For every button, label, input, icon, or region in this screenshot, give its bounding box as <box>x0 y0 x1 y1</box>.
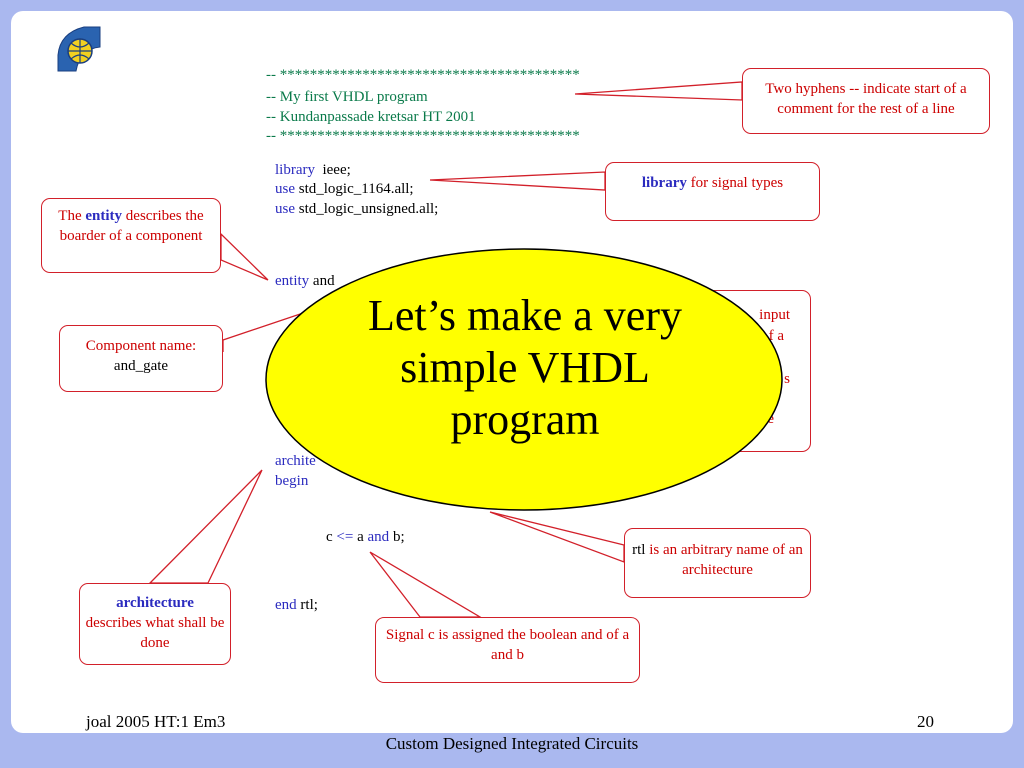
library-line: library ieee; <box>275 161 351 180</box>
highlight-oval <box>265 248 783 511</box>
architecture-callout: architecture describes what shall be done <box>79 583 231 665</box>
library-callout-keyword: library <box>641 175 687 191</box>
component-name-callout: Component name: and_gate <box>59 325 223 392</box>
use-keyword-2: use <box>275 201 295 217</box>
assign-and-keyword: and <box>367 529 390 545</box>
architecture-callout-keyword: architecture <box>116 595 194 611</box>
port-callout-fragment-3: s <box>784 371 790 387</box>
assign-operand-a: a <box>357 529 364 545</box>
footer-course-title: Custom Designed Integrated Circuits <box>385 734 639 753</box>
rtl-callout-name: rtl <box>632 542 646 558</box>
assign-operator: <= <box>336 529 354 545</box>
library-callout-text: for signal types <box>690 175 784 191</box>
entity-callout-keyword: entity <box>85 208 123 224</box>
architecture-callout-text: describes what shall be done <box>85 615 225 651</box>
library-keyword: library <box>275 162 315 178</box>
footer-author: joal 2005 HT:1 Em3 <box>86 712 226 731</box>
entity-callout-pre: The <box>58 208 82 224</box>
end-line: end rtl; <box>275 596 318 615</box>
oval-shape <box>265 248 783 511</box>
page-number: 20 <box>917 712 934 731</box>
architecture-keyword: archite <box>275 453 316 469</box>
end-name: rtl; <box>300 597 318 613</box>
use-keyword-1: use <box>275 181 295 197</box>
university-logo-icon <box>54 25 106 73</box>
entity-line: entity and <box>275 272 335 291</box>
component-callout-value: and_gate <box>113 358 169 374</box>
assign-operand-b: b; <box>392 529 405 545</box>
rtl-callout-text: is an arbitrary name of an architecture <box>649 542 803 578</box>
end-keyword: end <box>275 597 297 613</box>
comment-stars-top: -- *************************************… <box>266 67 580 83</box>
comment-author: -- Kundanpassade kretsar HT 2001 <box>266 109 476 125</box>
library-callout: library for signal types <box>605 162 820 221</box>
entity-keyword: entity <box>275 273 310 289</box>
assign-target: c <box>326 529 333 545</box>
component-callout-label: Component name: <box>85 338 197 354</box>
entity-name-fragment: and <box>312 273 335 289</box>
entity-callout: The entity describes the boarder of a co… <box>41 198 221 273</box>
use-line-2: use std_logic_unsigned.all; <box>275 200 438 219</box>
oval-message: Let’s make a very simple VHDL program <box>368 291 682 444</box>
assignment-line: c <= a and b; <box>326 528 405 547</box>
library-name: ieee; <box>322 162 351 178</box>
begin-keyword: begin <box>275 473 309 489</box>
use-line-1: use std_logic_1164.all; <box>275 180 414 199</box>
comment-stars-bottom: -- *************************************… <box>266 128 580 144</box>
use-package-2: std_logic_unsigned.all; <box>298 201 439 217</box>
use-package-1: std_logic_1164.all; <box>298 181 414 197</box>
rtl-callout: rtl is an arbitrary name of an architect… <box>624 528 811 598</box>
comment-callout: Two hyphens -- indicate start of a comme… <box>742 68 990 134</box>
comment-title: -- My first VHDL program <box>266 89 428 105</box>
signal-assign-callout: Signal c is assigned the boolean and of … <box>375 617 640 683</box>
port-callout-fragment-2: f a <box>768 328 784 344</box>
port-callout-fragment-1: input <box>759 307 790 323</box>
entity-callout-text: describes the boarder of a component <box>59 208 204 244</box>
